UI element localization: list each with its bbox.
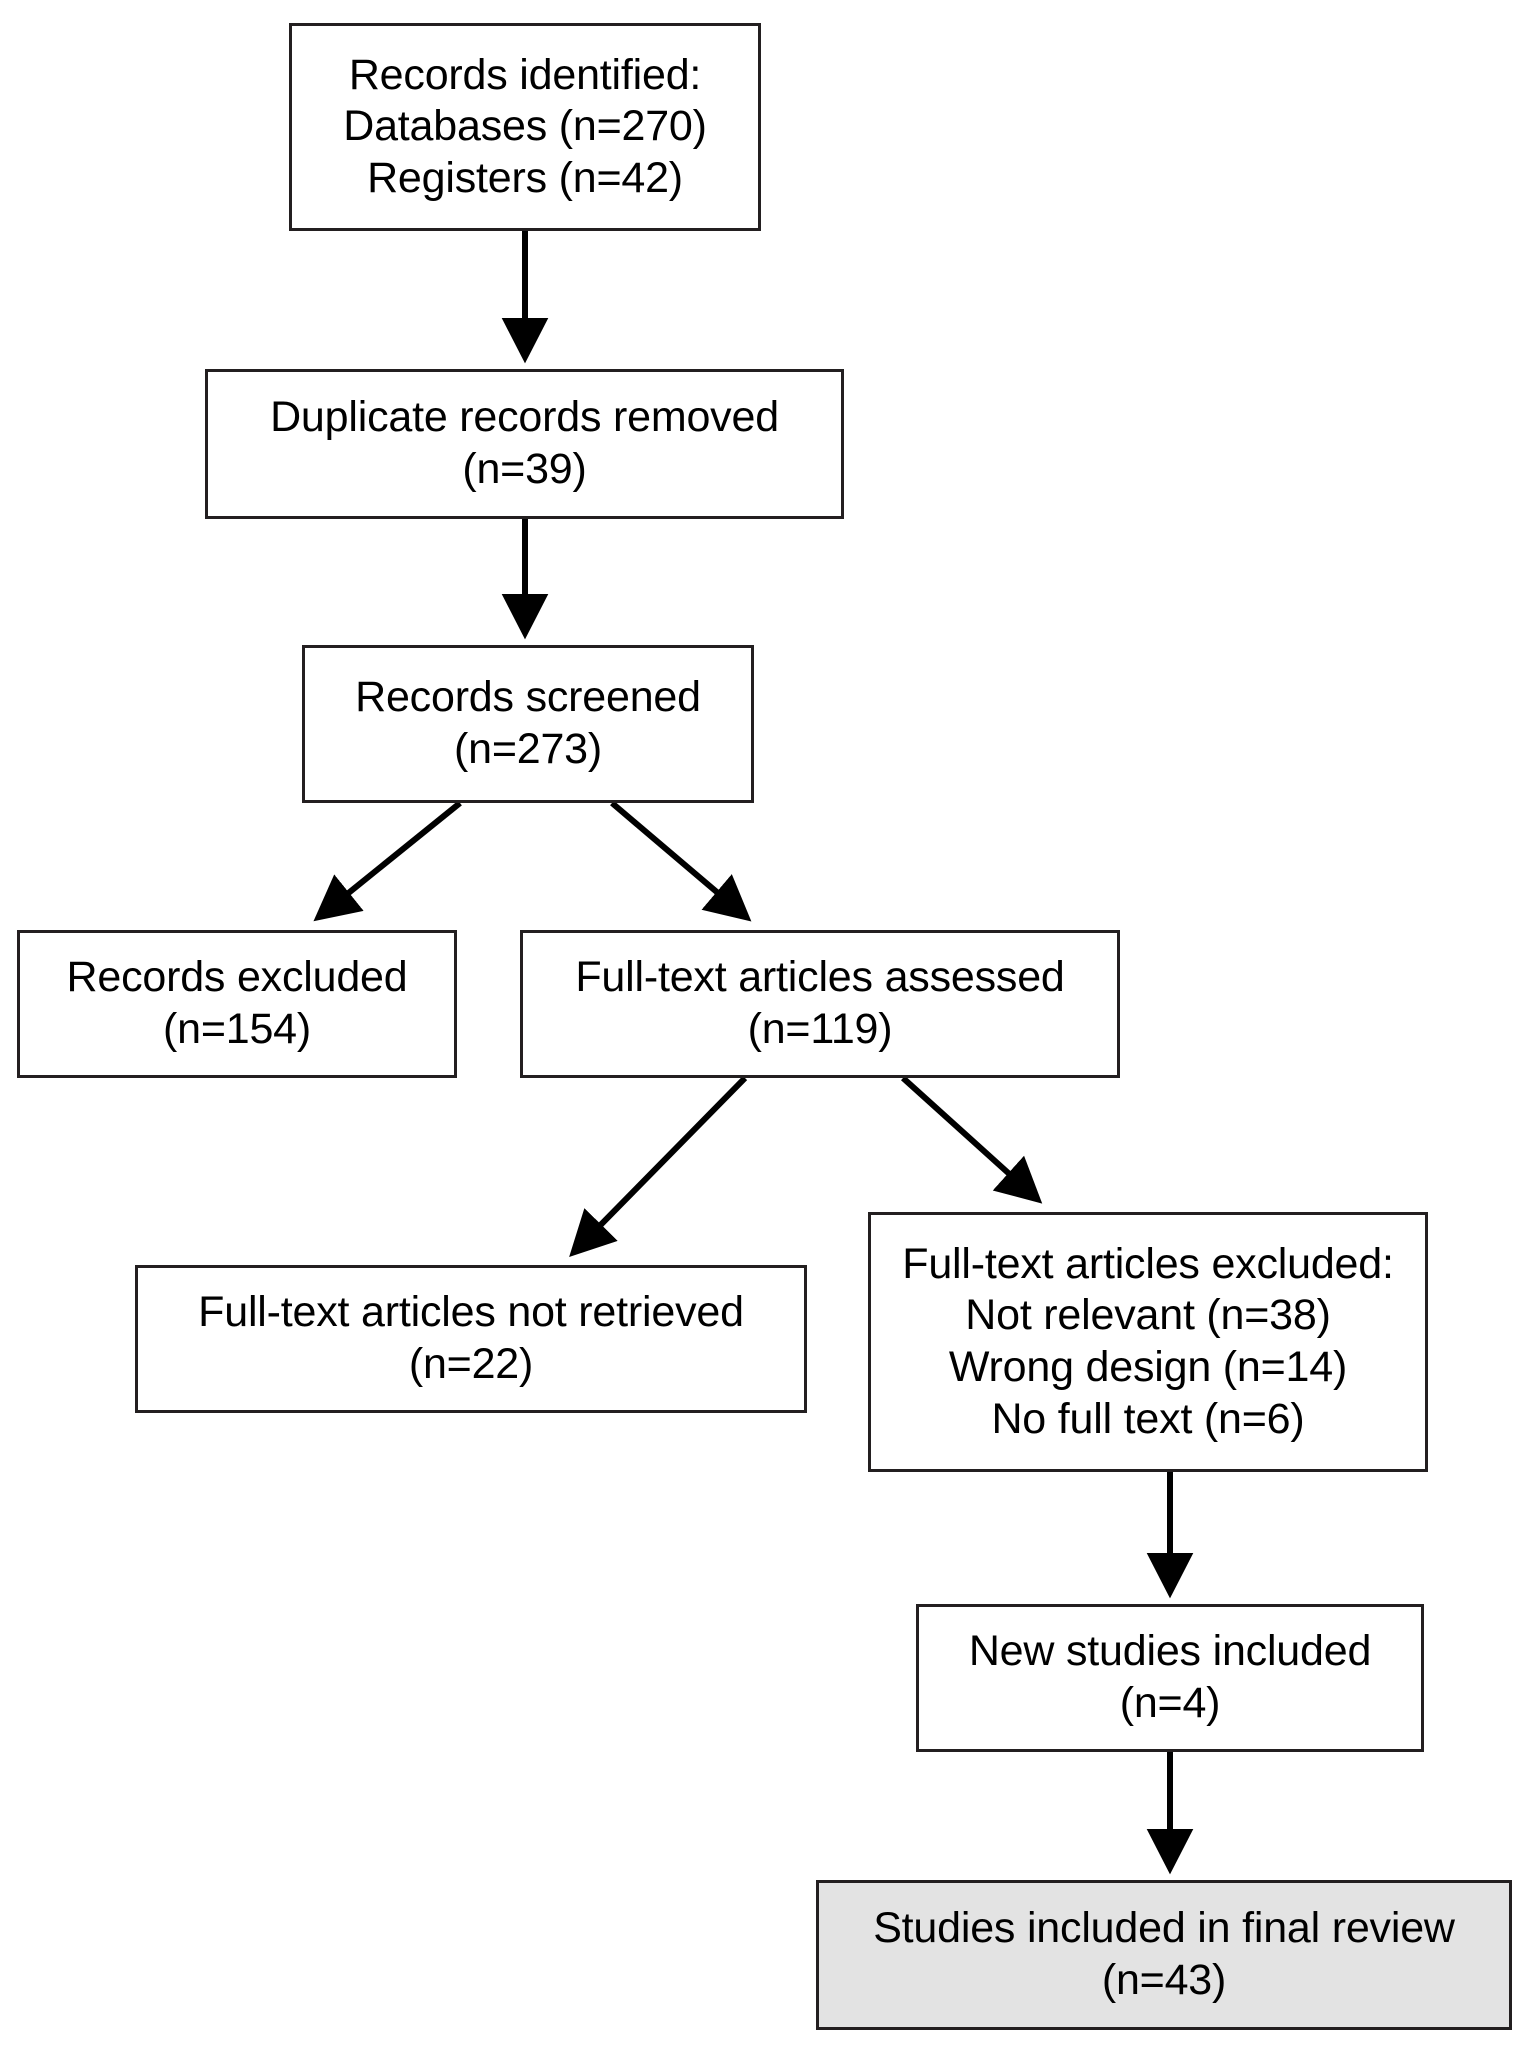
node-full-text-articles-excluded-line-2: Not relevant (n=38) (965, 1291, 1331, 1340)
arrow-assessed-to-full-text-excluded (900, 1075, 1043, 1204)
node-full-text-articles-excluded-line-3: Wrong design (n=14) (948, 1343, 1348, 1391)
node-studies-included-in-final-review-line-1: Studies included in final review (873, 1904, 1455, 1953)
node-new-studies-included-line-1: New studies included (968, 1627, 1372, 1676)
node-duplicate-records-removed-line-1: Duplicate records removed (270, 393, 779, 442)
node-studies-included-in-final-review-line-2: (n=43) (1101, 1956, 1227, 2004)
node-full-text-articles-assessed-line-1: Full-text articles assessed (575, 953, 1065, 1002)
node-studies-included-in-final-review: Studies included in final review (n=43) (816, 1880, 1512, 2030)
node-full-text-articles-not-retrieved: Full-text articles not retrieved (n=22) (135, 1265, 807, 1413)
node-records-identified-line-2: Databases (n=270) (343, 102, 707, 151)
node-records-identified-line-1: Records identified: (348, 50, 702, 99)
node-records-excluded-line-2: (n=154) (162, 1005, 311, 1053)
node-records-identified-line-3: Registers (n=42) (367, 153, 683, 202)
node-records-screened-line-1: Records screened (355, 673, 701, 722)
node-records-excluded-line-1: Records excluded (66, 953, 408, 1002)
node-full-text-articles-not-retrieved-line-2: (n=22) (408, 1340, 534, 1388)
node-records-excluded: Records excluded (n=154) (17, 930, 457, 1078)
node-new-studies-included: New studies included (n=4) (916, 1604, 1424, 1752)
node-full-text-articles-excluded: Full-text articles excluded: Not relevan… (868, 1212, 1428, 1472)
arrow-assessed-to-not-retrieved (569, 1075, 748, 1257)
arrow-screened-to-full-text-assessed (610, 800, 752, 922)
node-full-text-articles-excluded-line-4: No full text (n=6) (991, 1394, 1305, 1443)
node-full-text-articles-excluded-line-1: Full-text articles excluded: (902, 1239, 1394, 1288)
node-full-text-articles-assessed-line-2: (n=119) (747, 1005, 893, 1053)
node-full-text-articles-assessed: Full-text articles assessed (n=119) (520, 930, 1120, 1078)
node-records-identified: Records identified: Databases (n=270) Re… (289, 23, 761, 231)
arrow-screened-to-records-excluded (313, 800, 462, 922)
node-full-text-articles-not-retrieved-line-1: Full-text articles not retrieved (198, 1288, 744, 1337)
node-new-studies-included-line-2: (n=4) (1119, 1679, 1221, 1727)
node-duplicate-records-removed-line-2: (n=39) (462, 445, 587, 493)
node-records-screened-line-2: (n=273) (453, 725, 602, 773)
node-duplicate-records-removed: Duplicate records removed (n=39) (205, 369, 844, 519)
node-records-screened: Records screened (n=273) (302, 645, 754, 803)
